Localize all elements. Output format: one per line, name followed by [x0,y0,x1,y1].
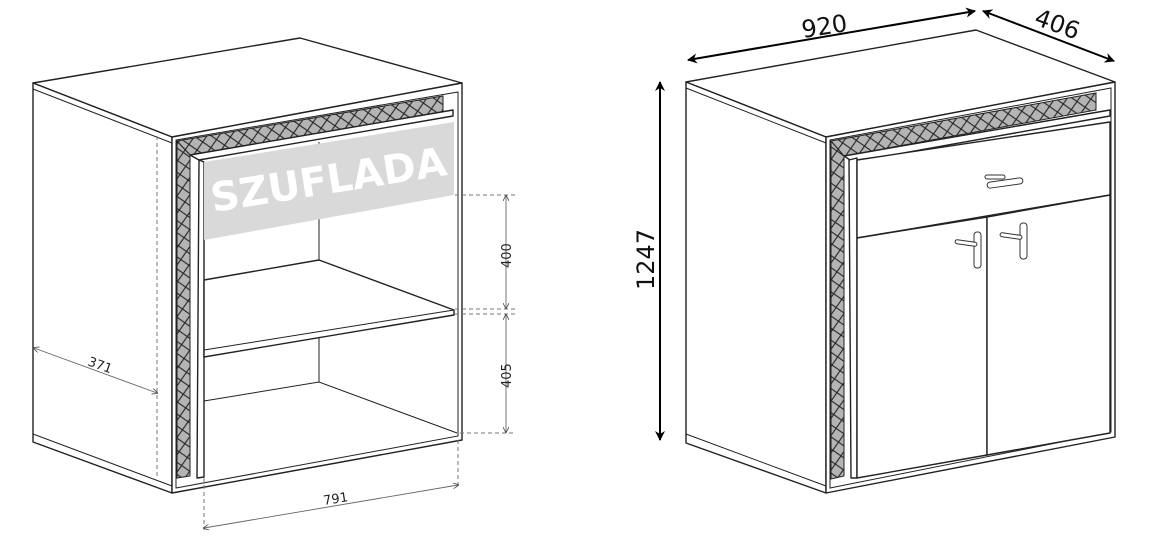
cabinet-side [685,81,827,494]
right-door [986,194,1111,456]
width-dimension-label: 920 [800,9,850,44]
cabinet-side [32,82,173,494]
right-cabinet-closed-view: 920 406 1247 [632,3,1116,494]
left-door-handle [954,231,982,269]
decorative-pattern-side [830,139,845,480]
left-door [856,216,988,479]
drawer-handle [984,174,1024,189]
depth-dimension-label: 406 [1031,3,1084,45]
right-door-handle [999,222,1028,260]
left-cabinet-open-view: SZUFLADA 371 400 405 791 [32,37,515,530]
lower-height-label: 405 [500,363,515,388]
width-dimension-label: 791 [322,490,349,509]
upper-height-label: 400 [500,243,515,268]
height-dimension-label: 1247 [632,229,660,290]
decorative-pattern-side [176,139,191,479]
drawer-highlight [204,122,454,240]
